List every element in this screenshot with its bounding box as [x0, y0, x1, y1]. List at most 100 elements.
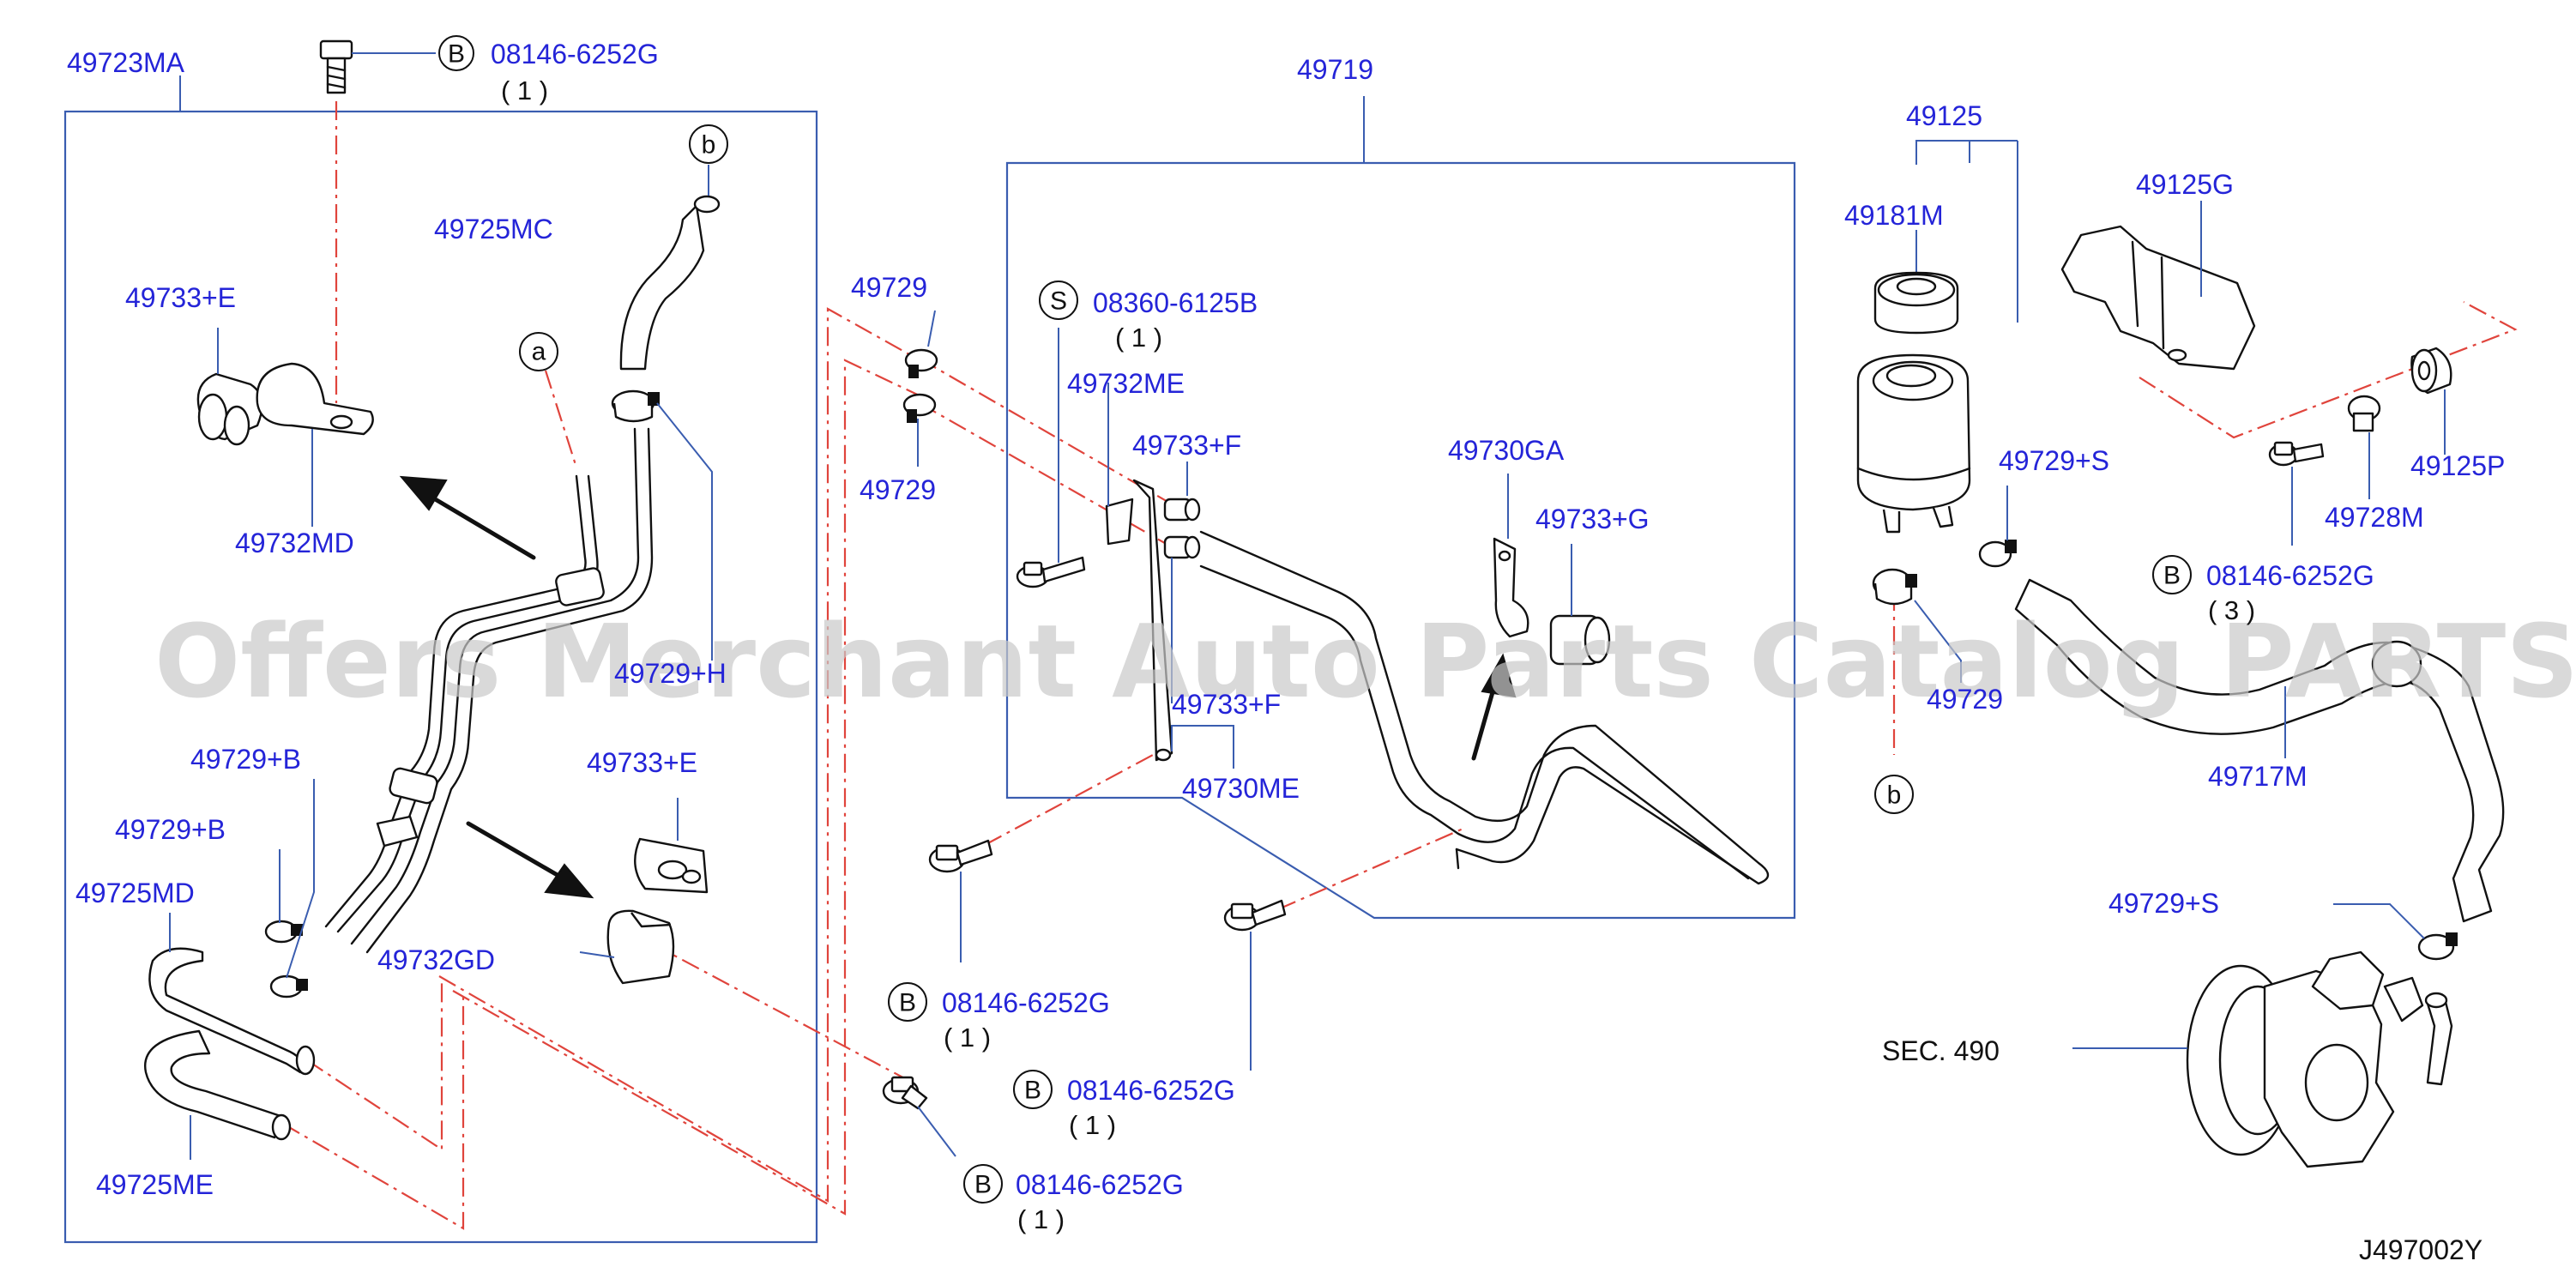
dashline-bolt-lower	[1277, 826, 1466, 911]
mark-b-top: B	[438, 35, 474, 71]
bracket-49730ga-icon	[1493, 537, 1529, 638]
clip-49729s-top-icon	[1978, 540, 2017, 568]
label-49733e-bottom: 49733+E	[587, 747, 697, 778]
label-49729h: 49729+H	[614, 658, 727, 689]
hose-49725mc-icon	[619, 204, 705, 371]
dashline-a	[544, 370, 578, 468]
mark-b-mid: B	[1013, 1070, 1053, 1109]
label-49729-a: 49729	[851, 272, 927, 303]
ref-b-top: b	[689, 124, 728, 164]
mark-b-mid-left: B	[888, 982, 927, 1022]
label-49728m: 49728M	[2325, 502, 2424, 533]
bolt-top-icon	[319, 39, 353, 94]
label-bolt-right-part: 08146-6252G	[2206, 560, 2374, 591]
dashline-clip-mid	[919, 358, 1176, 507]
hose-49725me-icon	[143, 1029, 285, 1139]
insulator-bottom-icon	[634, 837, 709, 894]
label-49725md: 49725MD	[75, 878, 195, 908]
ref-b-bottom: b	[1874, 775, 1914, 814]
clip-49729s-bottom-icon	[2417, 932, 2458, 961]
svg-text:B: B	[899, 989, 916, 1017]
bolt-lower-icon	[882, 1076, 928, 1110]
label-49729b-1: 49729+B	[190, 744, 301, 775]
svg-text:a: a	[532, 338, 546, 366]
clip-49729-top-icon	[902, 348, 938, 423]
mark-b-bottom: B	[963, 1164, 1003, 1204]
bracket-49125g-icon	[2060, 225, 2256, 371]
clamp-49732md-icon	[256, 362, 374, 436]
bolt-mid-left-icon	[928, 839, 993, 873]
tube-bundle-left-icon	[324, 427, 654, 954]
bracket-49730me-icon	[1105, 479, 1173, 762]
frame-49723ma	[63, 110, 818, 1244]
mark-b-right: B	[2152, 555, 2192, 594]
watermark: Offers Merchant Auto Parts Catalog PARTS…	[154, 602, 2576, 721]
arrow-left-up-icon	[430, 495, 536, 560]
label-bolt-top-qty: ( 1 )	[501, 75, 548, 106]
label-49729s-top: 49729+S	[1999, 445, 2109, 476]
dashline-left-zigzag	[438, 307, 936, 1203]
label-49733f-bottom: 49733+F	[1172, 689, 1281, 720]
label-49729-b: 49729	[860, 474, 936, 505]
label-49181m: 49181M	[1844, 200, 1944, 231]
label-49725mc: 49725MC	[434, 214, 553, 244]
grommet-49733f-icon	[1163, 498, 1201, 559]
grommet-49125p-icon	[2410, 347, 2452, 395]
dashline-bolt-mid	[984, 754, 1154, 846]
bolt-mid-icon	[1223, 899, 1287, 932]
label-bolt-bottom-part: 08146-6252G	[1016, 1169, 1184, 1200]
mark-s: S	[1039, 281, 1078, 320]
label-screw-qty: ( 1 )	[1115, 323, 1162, 353]
svg-text:B: B	[974, 1171, 992, 1199]
label-49729b-2: 49729+B	[115, 814, 226, 845]
label-49732me: 49732ME	[1067, 368, 1185, 399]
bolt-right-icon	[2268, 441, 2325, 467]
grommet-49733g-icon	[1549, 614, 1611, 666]
dashline-tube-me2	[282, 995, 465, 1230]
svg-text:b: b	[702, 131, 716, 160]
label-49732gd: 49732GD	[377, 944, 495, 975]
label-49729s-bottom: 49729+S	[2108, 888, 2219, 919]
clip-49729b-icon	[264, 920, 308, 998]
label-49732md: 49732MD	[235, 528, 354, 558]
label-49125g: 49125G	[2136, 169, 2234, 200]
clip-49729-right-icon	[1872, 568, 1917, 606]
svg-text:S: S	[1050, 287, 1067, 316]
diagram-code: J497002Y	[2359, 1234, 2482, 1265]
label-49733e-top: 49733+E	[125, 282, 236, 313]
label-49733f-top: 49733+F	[1132, 430, 1241, 461]
dashline-clip-mid2	[919, 402, 1176, 550]
label-49125: 49125	[1906, 100, 1982, 131]
svg-text:B: B	[448, 40, 465, 69]
label-49730me: 49730ME	[1182, 773, 1300, 804]
label-bolt-mid-part: 08146-6252G	[1067, 1075, 1235, 1106]
label-49125p: 49125P	[2410, 450, 2505, 481]
tube-49719-icon	[1199, 530, 1770, 885]
label-bolt-top-part: 08146-6252G	[491, 39, 659, 69]
label-bolt-mid-left-qty: ( 1 )	[944, 1023, 991, 1053]
label-bolt-mid-qty: ( 1 )	[1069, 1110, 1116, 1140]
dashline-left-zigzag-2	[452, 359, 927, 1216]
label-sec490: SEC. 490	[1882, 1035, 2000, 1066]
reservoir-49125-icon	[1856, 353, 1971, 534]
label-screw-part: 08360-6125B	[1093, 287, 1258, 318]
label-bolt-bottom-qty: ( 1 )	[1017, 1204, 1065, 1234]
label-49717m: 49717M	[2208, 761, 2308, 792]
ref-a: a	[519, 332, 558, 371]
arrow-mid-up-icon	[1471, 684, 1497, 761]
hose-49725md-icon	[148, 947, 304, 1074]
dashline-rubber	[651, 943, 910, 1082]
rubber-49732gd-icon	[606, 909, 675, 985]
frame-49719	[1005, 161, 1796, 920]
clip-49729h-icon	[611, 389, 660, 423]
svg-text:b: b	[1887, 781, 1902, 810]
screw-icon	[1016, 556, 1086, 588]
cap-49181m-icon	[1873, 271, 1959, 335]
label-49725me: 49725ME	[96, 1169, 214, 1200]
label-49723ma: 49723MA	[67, 47, 185, 78]
dashline-tube-me	[306, 978, 443, 1152]
label-bolt-right-qty: ( 3 )	[2208, 595, 2255, 625]
arrow-left-down-icon	[466, 821, 569, 883]
pump-sec490-icon	[2186, 950, 2453, 1168]
